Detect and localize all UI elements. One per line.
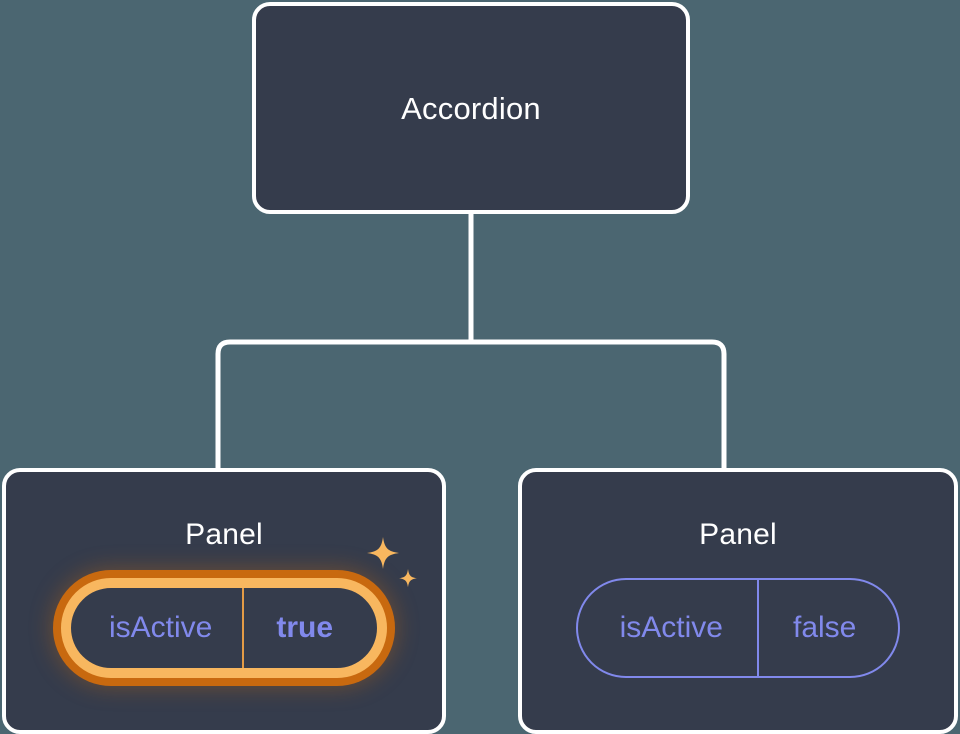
prop-key-active: isActive <box>108 611 213 644</box>
node-accordion-title: Accordion <box>401 90 541 126</box>
node-panel-inactive-title: Panel <box>699 518 777 551</box>
prop-pill-wrapper-inactive: isActive false <box>575 578 901 678</box>
connector-branch-right <box>471 339 727 470</box>
prop-key-inactive: isActive <box>619 611 723 644</box>
node-accordion[interactable]: Accordion <box>252 2 690 214</box>
prop-pill-inactive[interactable]: isActive false <box>575 578 901 678</box>
node-panel-active[interactable]: Panel isActive true <box>2 468 446 734</box>
node-panel-inactive[interactable]: Panel isActive false <box>518 468 958 734</box>
prop-value-inactive: false <box>756 580 898 676</box>
prop-value-active: true <box>242 588 377 668</box>
connector-branch-left <box>215 339 471 470</box>
node-panel-active-title: Panel <box>185 518 263 551</box>
prop-pill-wrapper-active: isActive true <box>60 537 418 678</box>
prop-pill-active[interactable]: isActive true <box>60 578 388 678</box>
